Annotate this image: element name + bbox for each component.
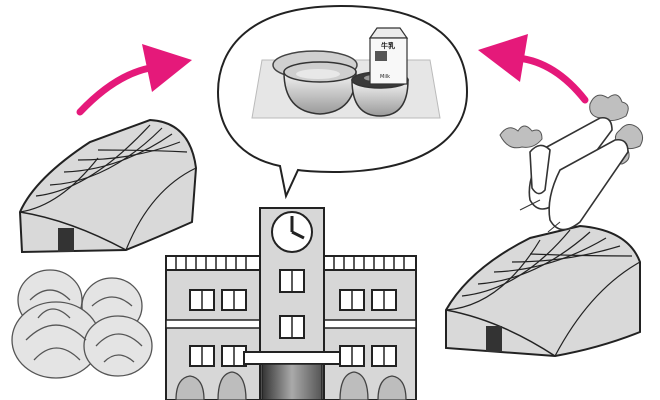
greenhouse-right-door (486, 326, 502, 352)
clock-icon (272, 212, 312, 252)
greenhouse-left (20, 120, 196, 252)
milk-carton-label: 牛乳 (381, 41, 395, 50)
milk-carton-small-text: Milk (380, 74, 390, 80)
school-entrance (262, 364, 322, 400)
greenhouse-left-door (58, 228, 74, 252)
daikon-radish-icon (500, 95, 643, 232)
right-arrow-icon (478, 34, 585, 100)
left-arrow-icon (80, 44, 192, 112)
school-building (166, 208, 416, 400)
cabbage-icon (12, 270, 152, 378)
greenhouse-right (446, 226, 640, 356)
milk-carton-icon: 牛乳 Milk (370, 28, 407, 84)
